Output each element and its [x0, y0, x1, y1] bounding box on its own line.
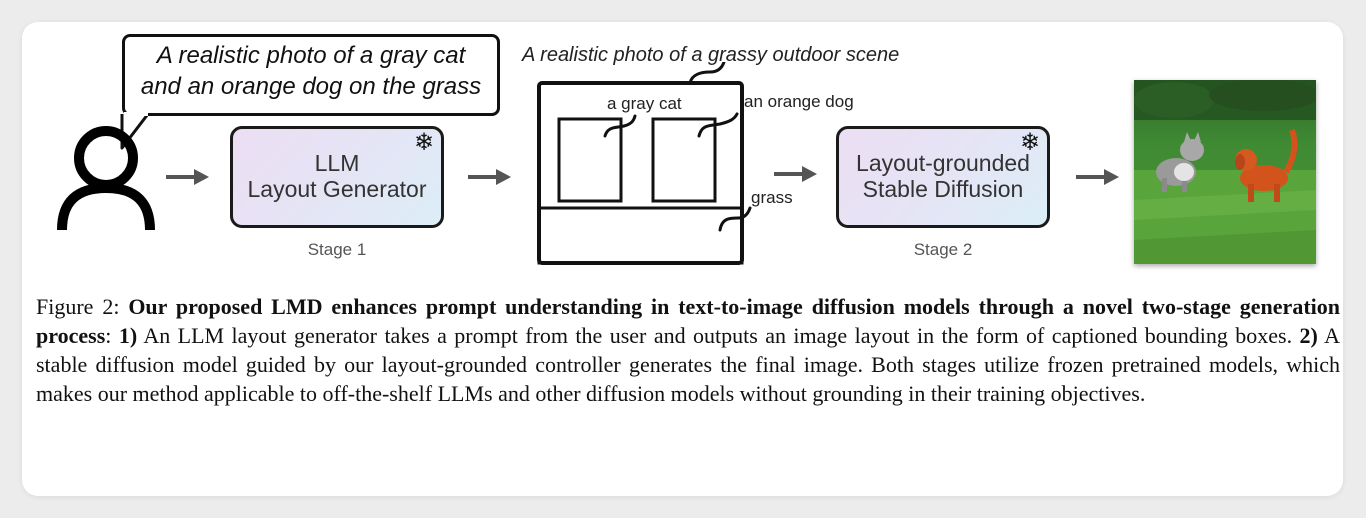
- layout-caption: A realistic photo of a grassy outdoor sc…: [522, 44, 900, 66]
- stage1-title: LLM Layout Generator: [230, 150, 444, 202]
- stage2-label: Stage 2: [913, 240, 973, 259]
- caption-separator: :: [105, 323, 119, 348]
- stage2-title-line-2: Stable Diffusion: [862, 176, 1024, 202]
- stage2-title-line-1: Layout-grounded: [856, 150, 1030, 176]
- caption-step-1: 1): [118, 323, 138, 348]
- user-icon: [57, 126, 155, 231]
- prompt-line-1: A realistic photo of a gray cat: [156, 42, 466, 69]
- snowflake-icon: ❄: [1020, 129, 1041, 156]
- dog-shape: [1235, 129, 1298, 202]
- stage1-title-line-1: LLM: [314, 150, 360, 176]
- prompt-bubble: [122, 34, 500, 116]
- figure-card: A realistic photo of a gray cat and an o…: [22, 22, 1343, 496]
- figure-caption: Figure 2: Our proposed LMD enhances prom…: [36, 292, 1340, 408]
- prompt-text: A realistic photo of a gray cat and an o…: [122, 40, 500, 102]
- prompt-line-2: and an orange dog on the grass: [140, 73, 482, 100]
- arrow-right-icon: [1076, 169, 1119, 185]
- bbox-grass: [537, 206, 744, 265]
- arrow-right-icon: [774, 166, 817, 182]
- leader-cat: [603, 114, 637, 138]
- stage1-box: [230, 126, 444, 228]
- caption-prefix: Figure 2:: [36, 294, 129, 319]
- stage2-box: [836, 126, 1050, 228]
- caption-text-1: An LLM layout generator takes a prompt f…: [137, 323, 1300, 348]
- stage2-title: Layout-grounded Stable Diffusion: [836, 150, 1050, 202]
- layout-diagram: [537, 62, 752, 265]
- stage1-title-line-2: Layout Generator: [247, 176, 427, 202]
- arrow-right-icon: [468, 169, 511, 185]
- snowflake-icon: ❄: [414, 129, 435, 156]
- bbox-dog: [651, 117, 717, 203]
- generated-image-art: [1134, 80, 1316, 264]
- caption-text-2: A stable diffusion model guided by our l…: [36, 323, 1340, 406]
- arrow-right-icon: [166, 169, 209, 185]
- generated-image: [1134, 80, 1316, 264]
- leader-dog: [697, 112, 739, 138]
- stage1-label: Stage 1: [307, 240, 367, 259]
- caption-title: Our proposed LMD enhances prompt underst…: [36, 294, 1340, 348]
- label-cat: a gray cat: [607, 94, 682, 113]
- bbox-cat: [557, 117, 623, 203]
- label-dog: an orange dog: [744, 92, 854, 111]
- leader-caption: [688, 62, 726, 85]
- label-grass: grass: [751, 188, 793, 207]
- cat-shape: [1156, 132, 1204, 192]
- caption-step-2: 2): [1299, 323, 1318, 348]
- leader-grass: [718, 206, 752, 232]
